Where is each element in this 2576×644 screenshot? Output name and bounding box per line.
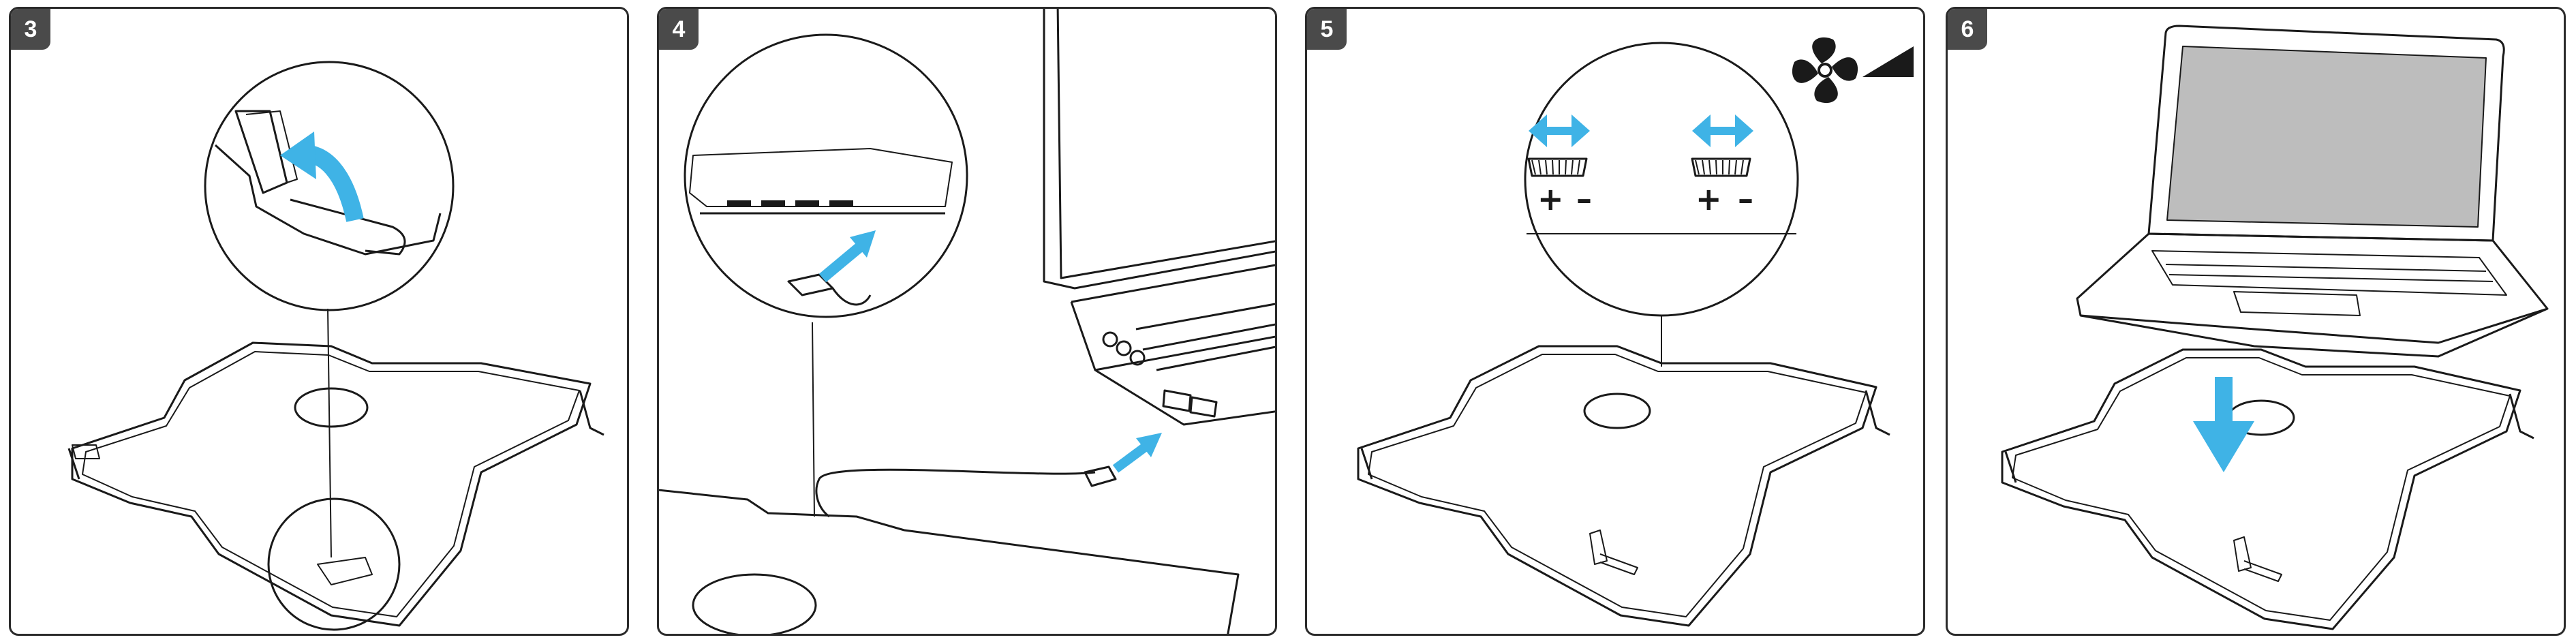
step-panel-4: 4 — [657, 7, 1277, 636]
step-3-illustration — [11, 9, 629, 636]
laptop-base — [2077, 234, 2547, 356]
cooling-pad — [1358, 346, 1876, 626]
foot-magnifier — [269, 499, 399, 630]
down-arrow-icon — [2193, 377, 2254, 472]
minus-label: – — [1576, 181, 1592, 217]
plus-label: + — [1537, 181, 1564, 217]
audio-jack — [1103, 333, 1117, 346]
step-panel-5: 5 — [1305, 7, 1925, 636]
step-panel-3: 3 — [9, 7, 629, 636]
step-panel-6: 6 — [1946, 7, 2566, 636]
cooling-pad — [659, 489, 1238, 636]
cooling-pad — [72, 343, 590, 626]
laptop-display — [2167, 46, 2486, 227]
fan-circle — [295, 388, 367, 427]
cooling-pad — [2002, 350, 2520, 629]
usb-port — [1163, 390, 1216, 416]
step-5-illustration: + – + – — [1307, 9, 1925, 636]
step-4-illustration — [659, 9, 1277, 636]
fan-circle — [693, 574, 816, 636]
fan-circle — [1584, 394, 1650, 428]
speed-ramp-icon — [1862, 46, 1914, 77]
double-arrow-icon — [1529, 114, 1753, 147]
usb-cable — [816, 470, 1095, 517]
plus-label: + — [1696, 181, 1722, 217]
minus-label: – — [1738, 181, 1753, 217]
step-6-illustration — [1948, 9, 2566, 636]
fan-icon — [1792, 37, 1858, 103]
insert-arrow-icon — [823, 230, 1162, 469]
detail-magnifier — [205, 62, 453, 310]
detail-magnifier — [1525, 43, 1798, 316]
